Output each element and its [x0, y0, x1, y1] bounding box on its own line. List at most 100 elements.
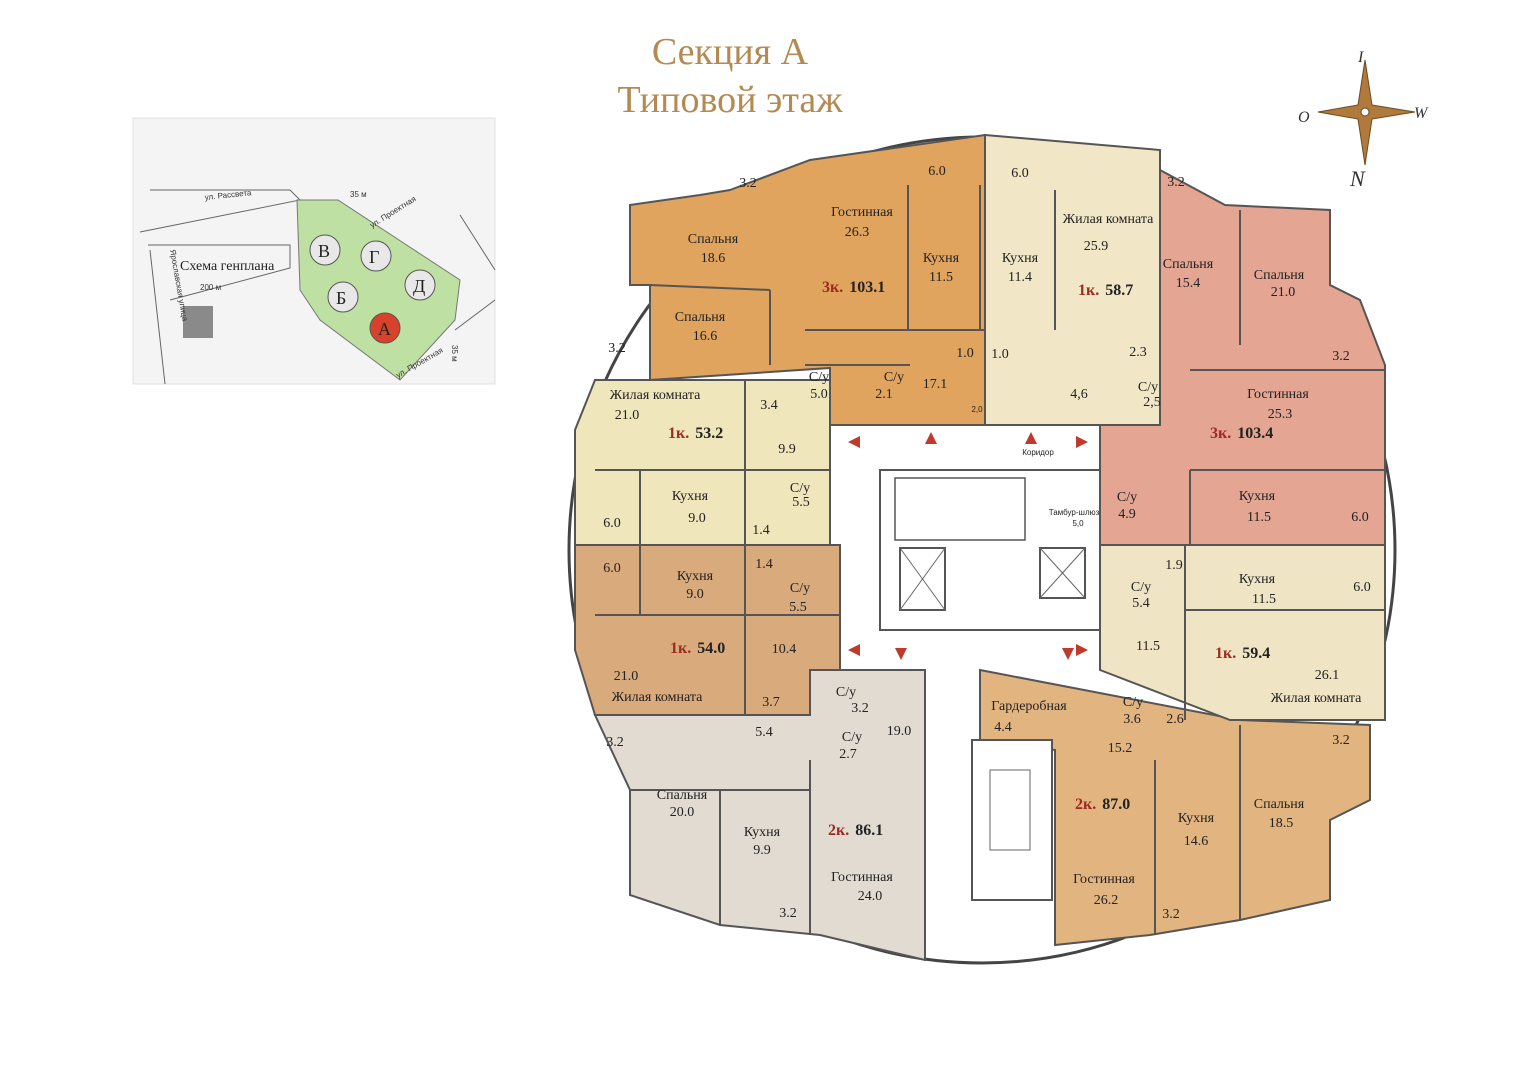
building-b — [327, 281, 359, 313]
room-label: С/у — [836, 685, 856, 700]
apt-label-1k-e: 1к. 59.4 — [1215, 645, 1270, 662]
room-label: 2,0 — [971, 405, 983, 414]
room-label: Гостинная — [831, 205, 893, 220]
apt-rooms: 2к. — [1075, 796, 1096, 813]
room-label: 11.5 — [1136, 639, 1160, 654]
room-label: 15.2 — [1108, 741, 1133, 756]
room-label: 1.0 — [991, 347, 1009, 362]
room-label: 1.0 — [956, 346, 974, 361]
room-label: 2.6 — [1166, 712, 1184, 727]
apt-label-1k-sw: 1к.54.0 — [670, 640, 725, 657]
entry-arrow-icon — [848, 644, 860, 656]
room-label: С/у — [1123, 695, 1143, 710]
interior-walls — [595, 185, 1385, 935]
room-label: 3.4 — [760, 398, 778, 413]
room-label: Кухня — [923, 251, 960, 266]
stairwell-upper — [894, 477, 1026, 541]
entry-arrow-icon — [925, 432, 937, 444]
room-label: 25.9 — [1084, 239, 1109, 254]
building-a — [369, 312, 401, 344]
room-label: Спальня — [657, 788, 708, 803]
room-label: 19.0 — [887, 724, 912, 739]
room-label: Жилая комната — [1271, 691, 1362, 706]
room-label: 11.5 — [1247, 510, 1271, 525]
apt-rooms: 3к. — [1210, 425, 1231, 442]
room-label: С/у — [1138, 380, 1158, 395]
apt-rooms: 1к. — [1078, 282, 1099, 299]
room-label: Спальня — [675, 310, 726, 325]
room-label: 10.4 — [772, 642, 797, 657]
apartment-1k-e[interactable] — [1099, 544, 1386, 721]
apt-area: 53.2 — [695, 425, 723, 442]
apt-label-1k-w: 1к. 53.2 — [668, 425, 723, 442]
room-label: Спальня — [1254, 797, 1305, 812]
apt-area: 86.1 — [855, 822, 883, 839]
room-label: 6.0 — [603, 561, 621, 576]
dim-35-right: 35 м — [450, 345, 459, 362]
room-label: 25.3 — [1268, 407, 1293, 422]
building-g-label: Г — [369, 247, 379, 267]
room-label: 5.4 — [1132, 596, 1150, 611]
room-label: 3.2 — [1332, 733, 1350, 748]
room-label: 6.0 — [603, 516, 621, 531]
room-label: 3.2 — [851, 701, 869, 716]
entrance-arrows — [848, 432, 1088, 660]
apt-rooms: 1к. — [668, 425, 689, 442]
room-label: 15.4 — [1176, 276, 1201, 291]
entry-arrow-icon — [848, 436, 860, 448]
room-label: 3.7 — [762, 695, 780, 710]
room-label: 3.2 — [606, 735, 624, 750]
room-label: С/у — [809, 370, 829, 385]
room-label: 6.0 — [928, 164, 946, 179]
elevator-1-cross-b — [899, 547, 946, 611]
compass-center — [1360, 107, 1370, 117]
room-label: Спальня — [1163, 257, 1214, 272]
room-label: С/у — [1117, 490, 1137, 505]
room-label: 20.0 — [670, 805, 695, 820]
apt-rooms: 2к. — [828, 822, 849, 839]
room-label: Кухня — [1239, 489, 1276, 504]
room-label: 5.0 — [810, 387, 828, 402]
room-label: Тамбур-шлюз — [1049, 508, 1100, 517]
apartment-2k-s[interactable] — [593, 669, 926, 962]
room-label: 14.6 — [1184, 834, 1209, 849]
room-label: 1.4 — [755, 557, 773, 572]
apt-area: 59.4 — [1242, 645, 1270, 662]
building-a-label: А — [378, 319, 391, 339]
apt-rooms: 1к. — [1215, 645, 1236, 662]
building-g — [360, 240, 392, 272]
room-label: 5.4 — [755, 725, 773, 740]
room-label: Кухня — [677, 569, 714, 584]
elevator-2-cross-b — [1039, 547, 1086, 599]
room-label: Гостинная — [1073, 872, 1135, 887]
room-label: 11.5 — [1252, 592, 1276, 607]
room-label: Кухня — [1178, 811, 1215, 826]
room-label: 3.2 — [779, 906, 797, 921]
building-b-label: Б — [336, 288, 346, 308]
room-label: 9.9 — [753, 843, 771, 858]
room-label: Кухня — [672, 489, 709, 504]
apt-area: 58.7 — [1105, 282, 1133, 299]
room-label: 21.0 — [1271, 285, 1296, 300]
entry-arrow-icon — [1076, 644, 1088, 656]
room-label: Жилая комната — [612, 690, 703, 705]
apt-label-3k-ne: 3к.103.4 — [1210, 425, 1273, 442]
apartment-3k-nw[interactable] — [629, 133, 986, 426]
site-plan-title: Схема генплана — [180, 259, 275, 274]
room-label: 26.2 — [1094, 893, 1119, 908]
apartment-3k-ne[interactable] — [1099, 150, 1386, 546]
street-right-line-2 — [454, 299, 496, 331]
entry-arrow-icon — [895, 648, 907, 660]
plan-subtitle: Типовой этаж — [617, 79, 843, 121]
entry-arrow-icon — [1076, 436, 1088, 448]
stairwell-lower — [971, 739, 1053, 901]
stair-flight — [989, 769, 1031, 851]
street-right-line — [459, 214, 496, 271]
room-label: 3.2 — [739, 176, 757, 191]
room-label: С/у — [842, 730, 862, 745]
apt-rooms: 1к. — [670, 640, 691, 657]
room-label: 18.6 — [701, 251, 726, 266]
dim-200: 200 м — [200, 283, 221, 292]
